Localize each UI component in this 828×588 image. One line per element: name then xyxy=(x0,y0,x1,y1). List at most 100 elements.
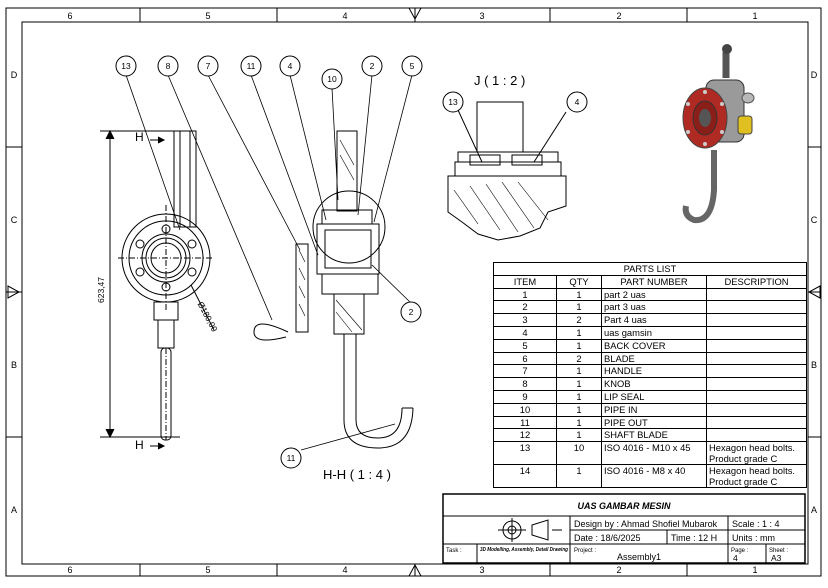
parts-list-cell-qty: 1 xyxy=(556,389,602,404)
col-label-2-bottom: 2 xyxy=(616,565,621,575)
col-label-4-bottom: 4 xyxy=(342,565,347,575)
parts-list-cell-part: BLADE xyxy=(601,351,707,366)
parts-list-cell-part: HANDLE xyxy=(601,364,707,379)
parts-list-cell-desc xyxy=(706,338,807,353)
col-label-6-top: 6 xyxy=(67,11,72,21)
units: Units : mm xyxy=(732,533,775,543)
parts-list-cell-item: 13 xyxy=(493,441,557,466)
parts-list-cell-desc xyxy=(706,287,807,302)
row-label-a-right: A xyxy=(811,505,817,515)
balloon-5: 5 xyxy=(410,61,415,71)
parts-list-header-item: ITEM xyxy=(493,274,557,289)
parts-list-cell-part: PIPE IN xyxy=(601,402,707,417)
parts-list-table: PARTS LIST ITEM QTY PART NUMBER DESCRIPT… xyxy=(493,262,807,489)
title-block-title: UAS GAMBAR MESIN xyxy=(577,501,671,511)
parts-list-cell-qty: 2 xyxy=(556,351,602,366)
parts-list-header-qty: QTY xyxy=(556,274,602,289)
parts-list-cell-part: Part 4 uas xyxy=(601,313,707,327)
col-label-3-bottom: 3 xyxy=(479,565,484,575)
parts-list-cell-part: SHAFT BLADE xyxy=(601,428,707,443)
project-value: Assembly1 xyxy=(617,552,661,562)
page-label: Page : xyxy=(731,548,749,554)
parts-list-cell-part: PIPE OUT xyxy=(601,415,707,430)
balloon-13: 13 xyxy=(121,61,131,71)
cut-label-top: H xyxy=(135,130,144,144)
parts-list-cell-part: ISO 4016 - M8 x 40 xyxy=(601,464,707,489)
parts-list-cell-item: 5 xyxy=(493,338,557,353)
parts-list-cell-item: 14 xyxy=(493,464,557,489)
parts-list-cell-qty: 2 xyxy=(556,313,602,327)
balloon-4: 4 xyxy=(288,61,293,71)
balloon-10: 10 xyxy=(327,74,337,84)
parts-list-cell-qty: 1 xyxy=(556,325,602,340)
parts-list-cell-item: 9 xyxy=(493,389,557,404)
row-label-c-right: C xyxy=(811,215,818,225)
time: Time : 12 H xyxy=(671,533,717,543)
design-by: Design by : Ahmad Shofiel Mubarok xyxy=(574,519,718,529)
parts-list-cell-item: 7 xyxy=(493,364,557,379)
parts-list-cell-desc xyxy=(706,389,807,404)
parts-list-cell-item: 3 xyxy=(493,313,557,327)
detail-view xyxy=(447,101,567,241)
cut-label-bottom: H xyxy=(135,438,144,452)
parts-list-cell-part: part 2 uas xyxy=(601,287,707,302)
front-view xyxy=(100,129,215,450)
row-label-b-left: B xyxy=(11,360,17,370)
row-label-d-left: D xyxy=(11,70,18,80)
parts-list-cell-qty: 10 xyxy=(556,441,602,466)
row-label-a-left: A xyxy=(11,505,17,515)
parts-list-cell-desc xyxy=(706,325,807,340)
title-block-frame xyxy=(442,493,806,564)
parts-list-cell-desc xyxy=(706,377,807,391)
parts-list-cell-part: uas gamsin xyxy=(601,325,707,340)
parts-list-cell-item: 11 xyxy=(493,415,557,430)
parts-list-cell-part: KNOB xyxy=(601,377,707,391)
parts-list-cell-qty: 1 xyxy=(556,287,602,302)
col-label-5-top: 5 xyxy=(205,11,210,21)
parts-list-cell-qty: 1 xyxy=(556,377,602,391)
row-label-d-right: D xyxy=(811,70,818,80)
parts-list-header-description: DESCRIPTION xyxy=(706,274,807,289)
col-label-1-bottom: 1 xyxy=(752,565,757,575)
isometric-render xyxy=(682,44,755,224)
parts-list-cell-desc xyxy=(706,351,807,366)
col-label-3-top: 3 xyxy=(479,11,484,21)
parts-list-cell-desc xyxy=(706,313,807,327)
balloon-leaders xyxy=(125,74,413,451)
parts-list-cell-item: 4 xyxy=(493,325,557,340)
parts-list-cell-desc xyxy=(706,300,807,315)
parts-list-cell-desc xyxy=(706,428,807,443)
balloon-8: 8 xyxy=(166,61,171,71)
balloon-2-right: 2 xyxy=(409,307,414,317)
detail-title: J ( 1 : 2 ) xyxy=(474,73,525,88)
date: Date : 18/6/2025 xyxy=(574,533,641,543)
parts-list-cell-item: 8 xyxy=(493,377,557,391)
detail-balloon-13: 13 xyxy=(448,97,458,107)
col-label-6-bottom: 6 xyxy=(67,565,72,575)
parts-list-cell-desc xyxy=(706,364,807,379)
parts-list-cell-qty: 1 xyxy=(556,428,602,443)
parts-list-cell-part: BACK COVER xyxy=(601,338,707,353)
balloon-11-bottom: 11 xyxy=(287,453,296,463)
parts-list-cell-desc: Hexagon head bolts. Product grade C xyxy=(706,464,807,489)
parts-list-cell-item: 2 xyxy=(493,300,557,315)
parts-list-cell-part: ISO 4016 - M10 x 45 xyxy=(601,441,707,466)
zone-ticks xyxy=(6,8,821,576)
scale: Scale : 1 : 4 xyxy=(732,519,780,529)
parts-list-cell-item: 10 xyxy=(493,402,557,417)
row-label-c-left: C xyxy=(11,215,18,225)
project-label: Project : xyxy=(574,548,596,554)
parts-list-cell-desc xyxy=(706,415,807,430)
